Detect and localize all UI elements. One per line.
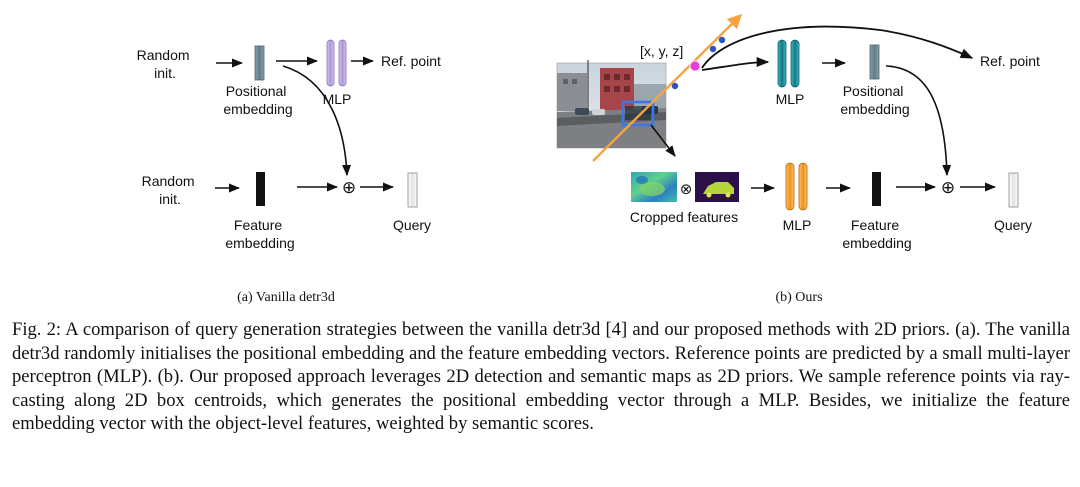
arrow-to-mlp [701,56,770,71]
mlp-block-right [338,39,347,87]
ref-point-label: Ref. point [381,53,441,69]
panel-b: [x, y, z] Ref. point MLP Positional embe… [556,13,1040,305]
positional-embedding-label: Positional embedding [223,83,292,117]
sample-point [689,60,701,72]
mlp-label: MLP [323,91,352,107]
random-init-bottom-label: Random init. [142,173,199,207]
feature-embedding-block-b [872,172,881,206]
arrow-to-ref-point [701,25,974,69]
mlp-bottom-block-right [798,162,808,211]
query-block [407,172,418,208]
mlp-top-label: MLP [776,91,805,107]
feature-embedding-label-b: Feature embedding [842,217,911,251]
product-operator: ⊗ [680,180,693,198]
ray-point [718,36,726,44]
positional-embedding-block-b [869,44,880,80]
feature-embedding-block [256,172,265,206]
ray [592,13,743,162]
mlp-block-left [326,39,335,87]
ref-point-label-b: Ref. point [980,53,1040,69]
sum-operator: ⊕ [342,178,356,198]
curved-arrow-b [885,65,952,177]
cropped-feature-map [631,172,677,202]
mlp-bottom-label: MLP [783,217,812,233]
random-init-top-label: Random init. [137,47,194,81]
subcaption-b: (b) Ours [775,290,822,305]
query-label-b: Query [994,217,1032,233]
sum-operator-b: ⊕ [941,178,955,198]
semantic-map [695,172,739,202]
mlp-top-block-left [777,39,787,88]
query-label: Query [393,217,431,233]
positional-embedding-block [254,45,265,81]
panel-a: Random init. Positional embedding MLP Re… [137,39,441,305]
figure-caption: Fig. 2: A comparison of query generation… [12,319,1070,434]
method-comparison-figure: Random init. Positional embedding MLP Re… [137,13,1040,305]
feature-embedding-label: Feature embedding [225,217,294,251]
curved-arrow [282,65,352,177]
arrow-to-crops [650,124,676,157]
coords-label: [x, y, z] [640,43,683,59]
ray-point [671,82,679,90]
mlp-top-block-right [790,39,800,88]
detection-box [621,100,655,127]
ray-point [709,45,717,53]
cropped-features-label: Cropped features [630,209,738,225]
positional-embedding-label-b: Positional embedding [840,83,909,117]
subcaption-a: (a) Vanilla detr3d [237,290,335,305]
query-block-b [1008,172,1019,208]
mlp-bottom-block-left [785,162,795,211]
